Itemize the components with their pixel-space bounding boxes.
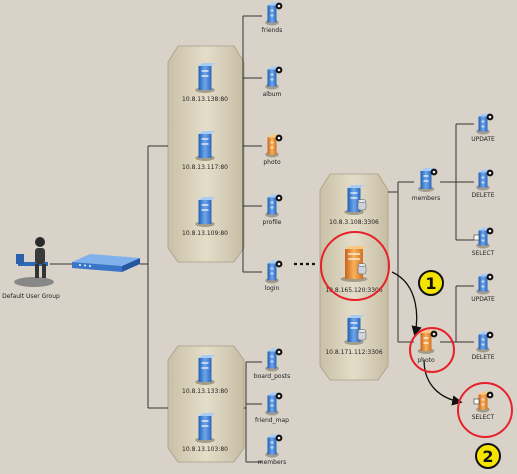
web-page-label: friend_map bbox=[255, 417, 289, 424]
web-server-node[interactable]: 10.8.13.109:80 bbox=[182, 197, 228, 237]
web-page-label: album bbox=[263, 91, 282, 98]
database-table-icon bbox=[417, 330, 438, 354]
sql-query-icon bbox=[473, 227, 494, 249]
web-page-icon bbox=[265, 260, 283, 284]
query-node[interactable]: UPDATE bbox=[471, 113, 495, 144]
db-server-node[interactable]: 10.8.165.120:3306 bbox=[325, 246, 383, 294]
query-node[interactable]: DELETE bbox=[471, 331, 495, 362]
web-server-label: 10.8.13.103:80 bbox=[182, 446, 228, 453]
db-server-label: 10.8.171.112:3306 bbox=[325, 349, 383, 356]
query-label: SELECT bbox=[472, 250, 495, 257]
query-label: UPDATE bbox=[471, 136, 495, 143]
db-server-label: 10.8.3.108:3306 bbox=[329, 219, 379, 226]
web-page-icon bbox=[265, 2, 283, 26]
query-node[interactable]: UPDATE bbox=[471, 273, 495, 304]
web-server-icon bbox=[195, 413, 216, 443]
web-page-node[interactable]: friend_map bbox=[255, 392, 289, 425]
web-page-icon bbox=[265, 434, 283, 458]
database-server-icon bbox=[344, 315, 367, 345]
web-page-node[interactable]: profile bbox=[263, 194, 283, 227]
callout-1-number: 1 bbox=[425, 274, 436, 293]
web-server-icon bbox=[195, 131, 216, 161]
web-page-node[interactable]: album bbox=[263, 66, 283, 99]
web-server-icon bbox=[195, 63, 216, 93]
web-server-node[interactable]: 10.8.13.133:80 bbox=[182, 355, 228, 395]
web-server-label: 10.8.13.109:80 bbox=[182, 230, 228, 237]
sql-query-icon bbox=[476, 331, 494, 353]
web-page-node[interactable]: photo bbox=[263, 134, 283, 167]
query-node[interactable]: SELECT bbox=[472, 391, 495, 422]
web-server-label: 10.8.13.133:80 bbox=[182, 388, 228, 395]
highlight-select-query bbox=[457, 382, 513, 438]
flow-arrow-photo-to-select bbox=[423, 359, 463, 406]
web-page-icon bbox=[265, 194, 283, 218]
query-node[interactable]: SELECT bbox=[472, 227, 495, 258]
db-server-node[interactable]: 10.8.3.108:3306 bbox=[329, 185, 379, 226]
web-page-icon bbox=[265, 66, 283, 90]
network-switch-icon bbox=[72, 254, 140, 272]
web-page-label: profile bbox=[263, 219, 282, 226]
db-server-node[interactable]: 10.8.171.112:3306 bbox=[325, 315, 383, 356]
web-page-label: login bbox=[265, 285, 280, 292]
connector-lines bbox=[50, 15, 474, 463]
web-server-icon bbox=[195, 197, 216, 227]
database-server-icon bbox=[340, 246, 368, 282]
query-node[interactable]: DELETE bbox=[471, 169, 495, 200]
web-page-node[interactable]: friends bbox=[262, 2, 283, 35]
database-server-icon bbox=[344, 185, 367, 215]
web-page-icon bbox=[265, 134, 283, 158]
callout-1: 1 bbox=[418, 270, 444, 296]
callout-2-number: 2 bbox=[482, 447, 493, 466]
query-label: SELECT bbox=[472, 414, 495, 421]
db-table-label: members bbox=[412, 195, 440, 202]
flow-arrow-db-to-photo bbox=[391, 271, 422, 337]
user-group-label: Default User Group bbox=[2, 293, 60, 300]
db-table-label: photo bbox=[417, 357, 435, 364]
web-page-icon bbox=[265, 392, 283, 416]
db-server-label: 10.8.165.120:3306 bbox=[325, 287, 383, 294]
query-label: DELETE bbox=[471, 192, 494, 199]
web-page-icon bbox=[265, 348, 283, 372]
web-page-node[interactable]: board_posts bbox=[254, 348, 290, 381]
sql-query-icon bbox=[473, 391, 494, 413]
sql-query-icon bbox=[476, 113, 494, 135]
web-page-label: board_posts bbox=[254, 373, 290, 380]
web-page-label: members bbox=[258, 459, 286, 466]
sql-query-icon bbox=[476, 169, 494, 191]
callout-2: 2 bbox=[475, 443, 501, 469]
sql-query-icon bbox=[476, 273, 494, 295]
query-label: UPDATE bbox=[471, 296, 495, 303]
db-table-node[interactable]: photo bbox=[417, 330, 438, 364]
web-page-label: photo bbox=[263, 159, 281, 166]
web-page-node[interactable]: login bbox=[265, 260, 283, 293]
user-group[interactable]: Default User Group bbox=[2, 237, 60, 300]
highlight-db-server bbox=[320, 231, 390, 301]
web-server-label: 10.8.13.138:80 bbox=[182, 96, 228, 103]
database-table-icon bbox=[417, 168, 438, 192]
web-server-node[interactable]: 10.8.13.103:80 bbox=[182, 413, 228, 453]
web-page-label: friends bbox=[262, 27, 283, 34]
db-table-node[interactable]: members bbox=[412, 168, 440, 202]
user-at-desk-icon bbox=[14, 237, 54, 287]
web-server-icon bbox=[195, 355, 216, 385]
highlight-photo-table bbox=[409, 327, 455, 373]
web-server-node[interactable]: 10.8.13.117:80 bbox=[182, 131, 228, 171]
web-page-node[interactable]: members bbox=[258, 434, 286, 467]
web-server-label: 10.8.13.117:80 bbox=[182, 164, 228, 171]
query-label: DELETE bbox=[471, 354, 494, 361]
web-cluster-bottom bbox=[167, 345, 245, 463]
web-server-node[interactable]: 10.8.13.138:80 bbox=[182, 63, 228, 103]
